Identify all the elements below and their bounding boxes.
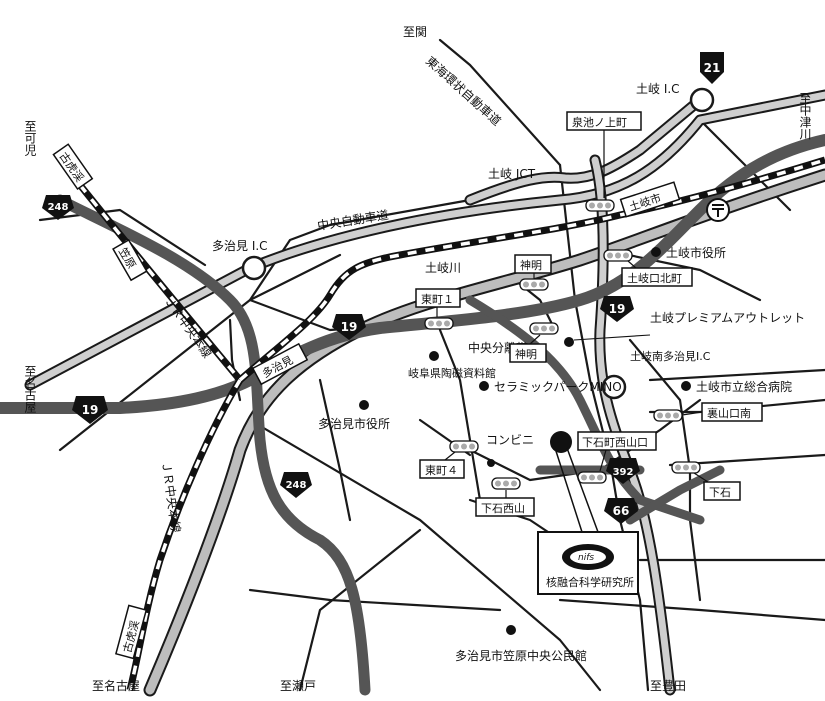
station-kokokei: 古虎渓 [52, 143, 94, 191]
toki-hospital-dot [681, 381, 691, 391]
nifs-logo-text: nifs [578, 553, 594, 563]
svg-text:66: 66 [613, 504, 630, 518]
kasahara-hall-dot [506, 625, 516, 635]
signal-izumiike: 泉池ノ上町 [566, 111, 642, 212]
station-kokei-bottom: 古虎渓 [114, 604, 148, 660]
route-19-mid-shield: 19 [332, 314, 366, 340]
tokiminami-ic-label: 土岐南多治見I.C [630, 349, 711, 363]
institute-name: 核融合科学研究所 [546, 575, 634, 589]
svg-text:19: 19 [341, 320, 358, 334]
svg-text:土岐口北町: 土岐口北町 [627, 272, 682, 285]
jr-railway [77, 156, 825, 691]
svg-text:下石町西山口: 下石町西山口 [582, 436, 648, 449]
svg-text:神明: 神明 [520, 258, 542, 272]
edge-north: 至関 [403, 25, 427, 39]
route-248-bottom-shield: 248 [280, 472, 312, 498]
tokiminami-ic-marker [601, 374, 627, 400]
svg-text:19: 19 [82, 403, 99, 417]
svg-text:神明: 神明 [515, 347, 537, 361]
route-248-top-shield: 248 [42, 195, 74, 220]
kasahara-hall-label: 多治見市笠原中央公民館 [455, 648, 587, 663]
signal-shimoishi-nishiyama: 下石西山 [475, 477, 535, 517]
route-19-east-shield: 19 [600, 296, 634, 322]
konbini-dot [487, 459, 495, 467]
toki-hospital-label: 土岐市立総合病院 [696, 379, 792, 394]
edge-south-left: 至名古屋 [92, 678, 140, 693]
svg-text:392: 392 [613, 467, 634, 478]
premium-outlet-dot [564, 337, 574, 347]
konbini-label: コンビニ [486, 433, 534, 447]
signal-shimoishicho: 下石町西山口 [577, 431, 657, 484]
svg-text:248: 248 [286, 480, 307, 491]
signal-tokiguchi: 土岐口北町 [603, 249, 693, 287]
signal-shinmei-bottom: 神明 [509, 322, 559, 363]
interchange-circles [241, 87, 715, 400]
tajimi-ic-label: 多治見 I.C [212, 239, 268, 253]
institute-marker: nifs 核融合科学研究所 [537, 431, 639, 595]
premium-outlet-label: 土岐プレミアムアウトレット [650, 311, 805, 325]
tajimi-ic-marker [241, 255, 267, 281]
signal-shinmei-top: 神明 [514, 254, 552, 291]
edge-south-right: 至豊田 [650, 679, 686, 693]
svg-text:裏山口南: 裏山口南 [707, 406, 751, 420]
gifu-museum-dot [429, 351, 439, 361]
toki-river-label: 土岐川 [425, 261, 461, 275]
ic-labels: 土岐 I.C 多治見 I.C 土岐 JCT 土岐南多治見I.C 土岐川 [212, 82, 711, 363]
signal-urayamaguchi: 裏山口南 [653, 402, 763, 422]
edge-west-mid: 至名古屋 [23, 365, 37, 414]
tajimi-city-hall-label: 多治見市役所 [318, 416, 390, 431]
national-routes [0, 134, 825, 696]
svg-text:東町１: 東町１ [421, 293, 454, 306]
tajimi-city-hall-dot [359, 400, 369, 410]
intersections: 泉池ノ上町 神明 神明 東町１ [415, 111, 763, 517]
post-office-icon [706, 198, 730, 222]
svg-text:248: 248 [48, 202, 69, 213]
edge-south-mid: 至瀬戸 [280, 679, 316, 693]
thin-roads [38, 38, 825, 692]
edge-east: 至中津川 [798, 92, 812, 140]
toki-ic-marker [689, 87, 715, 113]
signal-higashimachi1: 東町１ [415, 288, 461, 330]
toki-jct-label: 土岐 JCT [488, 167, 536, 181]
svg-text:21: 21 [704, 61, 721, 75]
svg-text:19: 19 [609, 302, 626, 316]
route-392-shield: 392 [606, 458, 640, 484]
route-19-west-shield: 19 [72, 396, 108, 424]
signal-higashimachi4: 東町４ [419, 440, 479, 479]
edge-labels: 至関 至名古屋 至瀬戸 至豊田 至中津川 至可児 至名古屋 [23, 25, 812, 693]
svg-text:東町４: 東町４ [425, 464, 458, 477]
route-shields: 21 248 19 19 19 248 392 66 [42, 52, 724, 524]
route-66-shield: 66 [604, 498, 638, 524]
station-kasahara-line: 笠原 [112, 238, 148, 282]
station-toki: 土岐市 [619, 181, 681, 218]
destination-marker-icon [550, 431, 572, 453]
svg-text:泉池ノ上町: 泉池ノ上町 [572, 115, 627, 129]
gifu-museum-label: 岐阜県陶磁資料館 [408, 366, 496, 380]
svg-text:下石西山: 下石西山 [481, 502, 525, 515]
toki-city-hall-label: 土岐市役所 [666, 245, 726, 260]
toki-city-hall-dot [651, 247, 661, 257]
svg-text:下石: 下石 [709, 486, 731, 499]
toki-ic-label: 土岐 I.C [636, 82, 680, 96]
landmarks: 土岐市役所 土岐プレミアムアウトレット 土岐市立総合病院 岐阜県陶磁資料館 セラ… [318, 198, 805, 663]
route-21-shield: 21 [700, 52, 724, 84]
expressways [24, 89, 825, 696]
signal-shimoishi: 下石 [671, 461, 741, 501]
ceramic-park-label: セラミックパークMINO [494, 380, 622, 394]
edge-west-top: 至可児 [23, 120, 37, 156]
ceramic-park-dot [479, 381, 489, 391]
